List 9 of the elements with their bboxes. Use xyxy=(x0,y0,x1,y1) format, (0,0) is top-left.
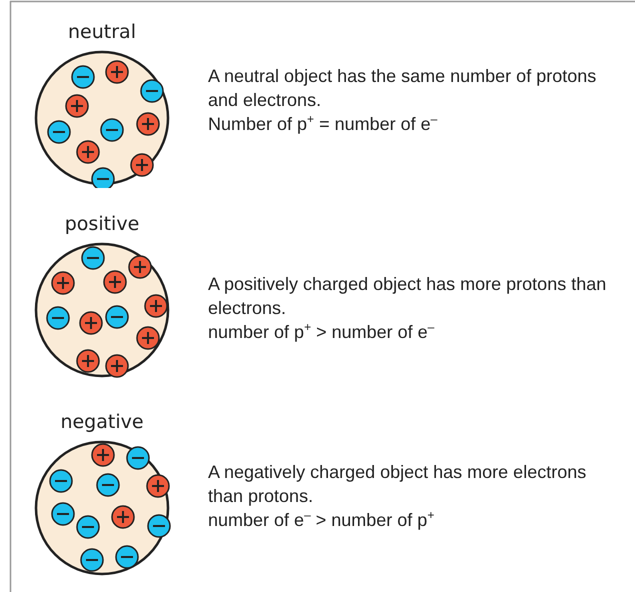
formula-text: Number of p$^{+}$ = number of e$^{–}$ xyxy=(208,112,438,136)
description-text: A positively charged object has more protons than electrons. xyxy=(208,273,608,320)
description-text: A negatively charged object has more electrons than protons. xyxy=(208,461,588,508)
formula-text: number of p$^{+}$ > number of e$^{–}$ xyxy=(208,320,436,344)
heading: positive xyxy=(64,212,140,236)
heading: negative xyxy=(59,410,145,434)
description-text: A neutral object has the same number of protons and electrons. xyxy=(208,65,598,112)
formula-text: number of e$^{–}$ > number of p$^{+}$ xyxy=(208,508,436,532)
heading: neutral xyxy=(67,20,137,44)
